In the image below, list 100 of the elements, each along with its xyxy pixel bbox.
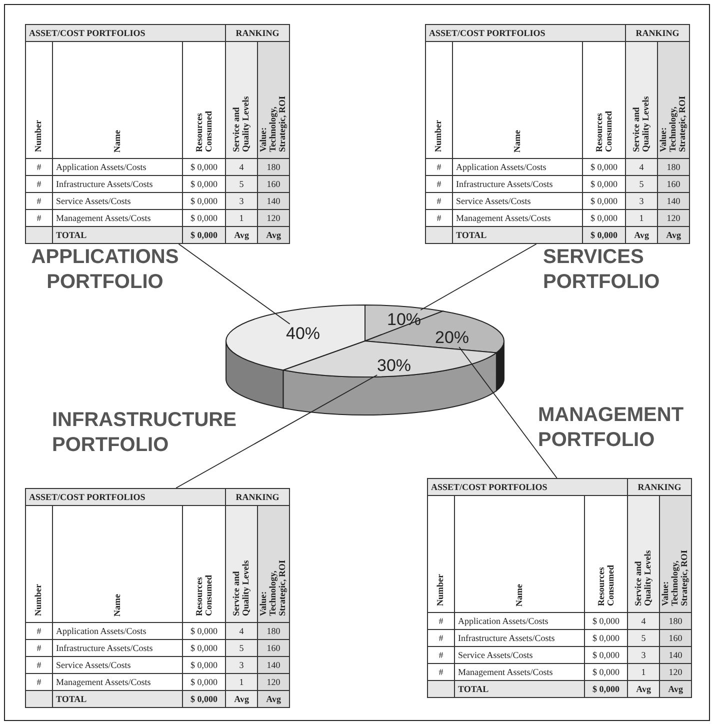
column-header: Number	[34, 584, 44, 616]
table-cell: TOTAL	[452, 226, 582, 244]
table-cell: 140	[660, 646, 692, 664]
table-cell: 140	[258, 656, 290, 674]
table-cell: $ 0,000	[582, 176, 626, 192]
table-cell: #	[26, 176, 52, 192]
table-cell: 1	[626, 210, 658, 226]
table-cell: 5	[628, 630, 660, 646]
table-cell: $ 0,000	[582, 192, 626, 210]
portfolio-table	[25, 24, 290, 244]
table-cell: TOTAL	[52, 226, 182, 244]
table-cell: $ 0,000	[584, 664, 628, 680]
table-title-cell: ASSET/COST PORTFOLIOS	[26, 24, 226, 42]
table-cell: 140	[658, 192, 690, 210]
table-cell: Service Assets/Costs	[52, 656, 182, 674]
column-header: Number	[436, 574, 446, 606]
table-cell: $ 0,000	[182, 640, 226, 656]
table-cell: $ 0,000	[182, 226, 226, 244]
percentage-label: 40%	[285, 324, 322, 343]
column-header: Number	[434, 120, 444, 152]
table-cell: Avg	[258, 690, 290, 708]
table-cell: #	[428, 664, 454, 680]
table-cell: 120	[658, 210, 690, 226]
table-cell: 3	[628, 646, 660, 664]
table-cell: Management Assets/Costs	[454, 664, 584, 680]
column-header: Value: Technology, Strategic, ROI	[259, 559, 288, 616]
column-header: Resources Consumed	[194, 110, 214, 152]
table-cell: 160	[258, 640, 290, 656]
table-cell: Management Assets/Costs	[52, 674, 182, 690]
portfolio-title: INFRASTRUCTURE PORTFOLIO	[52, 408, 238, 458]
table-cell: 4	[628, 612, 660, 630]
table-cell: $ 0,000	[182, 192, 226, 210]
table-cell: Avg	[226, 226, 258, 244]
table-cell: #	[426, 158, 452, 176]
column-header: Value: Technology, Strategic, ROI	[661, 549, 690, 606]
table-cell: $ 0,000	[182, 210, 226, 226]
table-cell: #	[26, 674, 52, 690]
table-cell: Infrastructure Assets/Costs	[452, 176, 582, 192]
table-cell: 120	[258, 210, 290, 226]
table-cell: $ 0,000	[582, 226, 626, 244]
table-cell: Infrastructure Assets/Costs	[52, 640, 182, 656]
portfolio-table	[25, 488, 290, 708]
column-header: Service and Quality Levels	[232, 95, 251, 152]
table-cell: 1	[628, 664, 660, 680]
table-cell: #	[26, 640, 52, 656]
table-cell: Avg	[658, 226, 690, 244]
column-header: Number	[34, 120, 44, 152]
table-cell: #	[26, 192, 52, 210]
table-cell: 180	[258, 158, 290, 176]
table-cell: 5	[226, 176, 258, 192]
table-cell: 120	[258, 674, 290, 690]
table-cell: Application Assets/Costs	[452, 158, 582, 176]
column-header: Service and Quality Levels	[232, 559, 251, 616]
table-cell: $ 0,000	[182, 622, 226, 640]
leader-line	[458, 346, 558, 478]
table-title-cell: ASSET/COST PORTFOLIOS	[428, 478, 628, 496]
portfolio-title: APPLICATIONS PORTFOLIO	[30, 245, 180, 295]
column-header: Name	[514, 584, 524, 606]
table-cell: 4	[626, 158, 658, 176]
table-cell: Avg	[660, 680, 692, 698]
column-header: Service and Quality Levels	[634, 549, 653, 606]
table-cell: 180	[658, 158, 690, 176]
table-cell: Application Assets/Costs	[454, 612, 584, 630]
percentage-label: 30%	[376, 356, 412, 375]
table-cell: $ 0,000	[584, 680, 628, 698]
column-header: Resources Consumed	[596, 564, 616, 606]
portfolio-table	[427, 478, 692, 698]
table-cell: Service Assets/Costs	[452, 192, 582, 210]
table-cell: 3	[226, 192, 258, 210]
table-cell: 3	[226, 656, 258, 674]
column-header: Service and Quality Levels	[632, 95, 651, 152]
column-header: Name	[112, 594, 122, 616]
table-cell: $ 0,000	[582, 210, 626, 226]
table-cell: 180	[660, 612, 692, 630]
table-cell: $ 0,000	[182, 674, 226, 690]
table-cell: #	[428, 646, 454, 664]
table-cell: Management Assets/Costs	[52, 210, 182, 226]
table-title-cell: RANKING	[628, 478, 692, 496]
table-cell: 140	[258, 192, 290, 210]
table-cell: 160	[658, 176, 690, 192]
portfolio-title: MANAGEMENT PORTFOLIO	[538, 403, 685, 453]
leader-line	[176, 374, 378, 488]
table-cell: $ 0,000	[584, 612, 628, 630]
table-title-cell: RANKING	[226, 24, 290, 42]
column-header: Value: Technology, Strategic, ROI	[659, 95, 688, 152]
table-cell: Avg	[626, 226, 658, 244]
table-cell: Application Assets/Costs	[52, 158, 182, 176]
percentage-label: 20%	[434, 328, 470, 347]
table-cell: #	[426, 210, 452, 226]
column-header: Resources Consumed	[194, 574, 214, 616]
table-cell: 180	[258, 622, 290, 640]
table-cell: 160	[258, 176, 290, 192]
portfolio-table	[425, 24, 690, 244]
table-cell: $ 0,000	[584, 646, 628, 664]
table-title-cell: RANKING	[226, 488, 290, 506]
table-cell: $ 0,000	[182, 656, 226, 674]
table-cell: #	[26, 656, 52, 674]
table-cell: Service Assets/Costs	[52, 192, 182, 210]
table-cell: 3	[626, 192, 658, 210]
table-cell: TOTAL	[52, 690, 182, 708]
